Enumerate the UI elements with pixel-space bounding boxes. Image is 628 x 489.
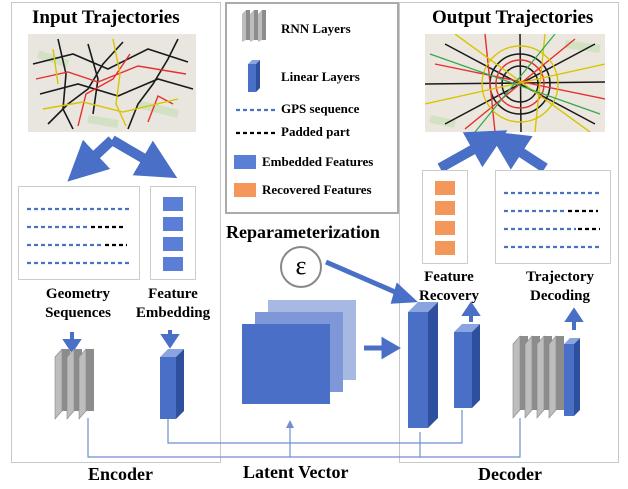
encoder-linear-layer — [160, 349, 184, 419]
input-map-image — [28, 34, 196, 132]
recovered-feature-icon — [234, 183, 256, 197]
output-trajectories-title: Output Trajectories — [432, 7, 594, 28]
trajectory-decoding-box — [495, 170, 611, 264]
output-merge-arrows — [437, 130, 548, 173]
input-split-arrows — [67, 135, 178, 182]
decoder-footer-label: Decoder — [478, 464, 542, 484]
feature-recovery-box — [422, 170, 468, 264]
legend-rnn-label: RNN Layers — [281, 21, 351, 36]
input-trajectories-title: Input Trajectories — [32, 7, 180, 28]
legend-linear-label: Linear Layers — [281, 69, 360, 84]
reparameterization-label: Reparameterization — [226, 222, 380, 242]
encoder-rnn-layers — [54, 348, 94, 420]
legend-padded-label: Padded part — [281, 124, 350, 139]
decoder-recovery-linear-layer — [454, 324, 480, 408]
epsilon-circle — [280, 246, 322, 288]
legend-embedded-label: Embedded Features — [262, 154, 374, 169]
gps-dotted-line-icon — [236, 108, 276, 112]
linear-layer-icon — [248, 60, 260, 92]
decoder-rnn-layers — [512, 335, 580, 419]
legend-recovered-label: Recovered Features — [262, 182, 372, 197]
latent-vector-label: Latent Vector — [243, 462, 349, 482]
legend-gps-label: GPS sequence — [281, 101, 360, 116]
output-map-image — [425, 34, 605, 132]
feature-embedding-box — [150, 186, 196, 280]
embedded-feature-icon — [234, 155, 256, 169]
epsilon-symbol: ε — [295, 251, 307, 280]
decoder-input-linear-layer — [408, 302, 438, 428]
geometry-sequences-box — [18, 186, 140, 280]
padded-dotted-line-icon — [236, 131, 276, 135]
rnn-layer-icon — [242, 10, 266, 42]
latent-layer-front — [242, 324, 330, 404]
encoder-footer-label: Encoder — [88, 464, 153, 484]
